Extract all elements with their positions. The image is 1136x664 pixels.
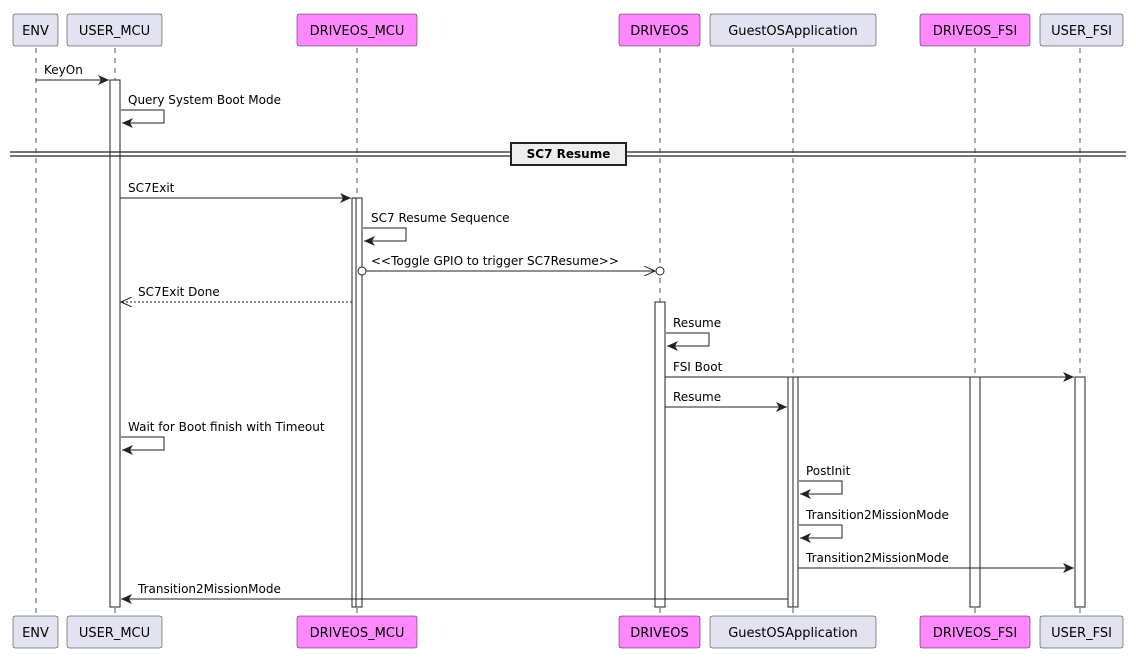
svg-text:DRIVEOS: DRIVEOS — [630, 24, 688, 39]
msg-query-boot-mode-line — [121, 109, 165, 128]
msg-t2mm-self-line — [799, 524, 843, 543]
svg-text:ENV: ENV — [22, 626, 49, 641]
svg-text:DRIVEOS_FSI: DRIVEOS_FSI — [933, 626, 1017, 641]
svg-text:GuestOSApplication: GuestOSApplication — [728, 24, 858, 39]
svg-text:USER_FSI: USER_FSI — [1051, 626, 1112, 641]
participant-driveos-mcu-bottom[interactable]: DRIVEOS_MCU — [296, 615, 418, 649]
lifelines — [35, 48, 1081, 614]
msg-sc7exit-label: SC7Exit — [128, 181, 175, 195]
participant-user-mcu-bottom[interactable]: USER_MCU — [66, 615, 163, 649]
participant-driveos-fsi-bottom[interactable]: DRIVEOS_FSI — [919, 615, 1031, 649]
msg-wait-boot-label: Wait for Boot finish with Timeout — [128, 420, 325, 434]
svg-text:DRIVEOS_MCU: DRIVEOS_MCU — [310, 626, 405, 641]
msg-t2mm-mcu-label: Transition2MissionMode — [137, 582, 281, 596]
msg-fsi-boot-label: FSI Boot — [673, 360, 723, 374]
msg-postinit-label: PostInit — [806, 464, 851, 478]
msg-t2mm-self-label: Transition2MissionMode — [805, 508, 949, 522]
svg-text:ENV: ENV — [22, 24, 49, 39]
svg-text:USER_FSI: USER_FSI — [1051, 24, 1112, 39]
participant-user-fsi-top[interactable]: USER_FSI — [1039, 13, 1124, 47]
participant-guest-app-bottom[interactable]: GuestOSApplication — [709, 615, 877, 649]
participants-top: ENV USER_MCU DRIVEOS_MCU DRIVEOS GuestOS… — [12, 13, 1124, 47]
participant-driveos-fsi-top[interactable]: DRIVEOS_FSI — [919, 13, 1031, 47]
participant-env-bottom[interactable]: ENV — [12, 615, 59, 649]
messages: KeyOn Query System Boot Mode SC7Exit SC7… — [36, 63, 1074, 604]
msg-postinit-line — [799, 480, 843, 499]
divider-label: SC7 Resume — [527, 147, 611, 161]
activation-driveos — [654, 301, 666, 608]
activation-user-mcu — [109, 79, 121, 608]
activation-driveos-fsi — [969, 376, 981, 608]
msg-resume-self-label: Resume — [673, 316, 721, 330]
divider-box — [510, 142, 627, 166]
participant-driveos-top[interactable]: DRIVEOS — [618, 13, 701, 47]
activations — [109, 79, 1086, 608]
participant-driveos-mcu-top[interactable]: DRIVEOS_MCU — [296, 13, 418, 47]
msg-t2mm-fsi-label: Transition2MissionMode — [805, 551, 949, 565]
activation-user-fsi — [1074, 376, 1086, 608]
svg-text:USER_MCU: USER_MCU — [79, 626, 150, 641]
msg-toggle-gpio-label: <<Toggle GPIO to trigger SC7Resume>> — [371, 254, 619, 268]
svg-text:USER_MCU: USER_MCU — [79, 24, 150, 39]
svg-text:DRIVEOS_FSI: DRIVEOS_FSI — [933, 24, 1017, 39]
divider: SC7 Resume — [10, 142, 1126, 166]
activation-driveos-mcu-2 — [355, 197, 363, 608]
msg-keyon-label: KeyOn — [44, 63, 83, 77]
participant-guest-app-top[interactable]: GuestOSApplication — [709, 13, 877, 47]
msg-toggle-gpio-start-circle — [357, 266, 367, 276]
msg-resume-guest-label: Resume — [673, 390, 721, 404]
activation-driveos-mcu-1 — [351, 197, 363, 608]
participants-bottom: ENV USER_MCU DRIVEOS_MCU DRIVEOS GuestOS… — [12, 615, 1124, 649]
msg-toggle-gpio-end-circle — [655, 266, 665, 276]
msg-resume-self-line — [666, 332, 710, 351]
msg-sc7-resume-seq-label: SC7 Resume Sequence — [371, 211, 510, 225]
participant-user-mcu-top[interactable]: USER_MCU — [66, 13, 163, 47]
svg-text:GuestOSApplication: GuestOSApplication — [728, 626, 858, 641]
msg-query-boot-mode-label: Query System Boot Mode — [128, 93, 281, 107]
msg-sc7-resume-seq-line — [363, 227, 407, 246]
msg-sc7exit-done-label: SC7Exit Done — [138, 285, 220, 299]
participant-env-top[interactable]: ENV — [12, 13, 59, 47]
msg-wait-boot-line — [121, 436, 165, 455]
svg-text:DRIVEOS: DRIVEOS — [630, 626, 688, 641]
participant-user-fsi-bottom[interactable]: USER_FSI — [1039, 615, 1124, 649]
svg-text:DRIVEOS_MCU: DRIVEOS_MCU — [310, 24, 405, 39]
participant-driveos-bottom[interactable]: DRIVEOS — [618, 615, 701, 649]
